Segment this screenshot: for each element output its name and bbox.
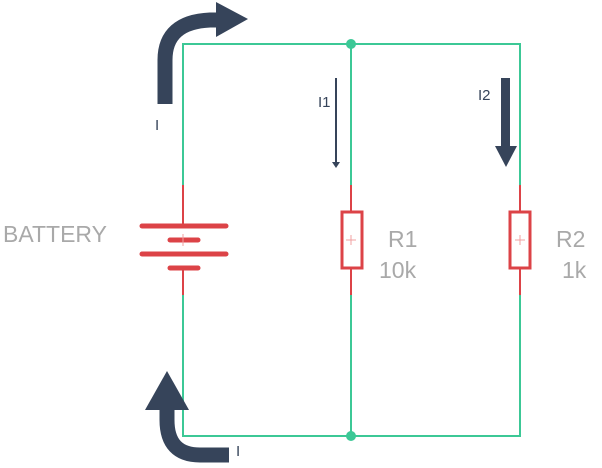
current-arrow-top <box>157 2 248 104</box>
battery-label: BATTERY <box>3 221 107 247</box>
resistor-r2 <box>508 185 532 295</box>
r1-value-label: 10k <box>379 257 417 283</box>
junction-node-bottom <box>346 431 356 441</box>
wires <box>182 39 521 441</box>
current-label-top: I <box>155 117 159 134</box>
battery-symbol <box>139 185 229 295</box>
current-arrow-i1 <box>332 78 340 168</box>
r2-value-label: 1k <box>562 257 587 283</box>
current-label-i1: I1 <box>318 94 331 111</box>
junction-node-top <box>346 39 356 49</box>
r1-name-label: R1 <box>388 226 417 252</box>
current-label-i2: I2 <box>478 87 491 104</box>
r2-name-label: R2 <box>556 226 585 252</box>
current-arrow-i2 <box>495 78 517 167</box>
resistor-r2-body <box>508 210 532 270</box>
current-label-bottom: I <box>236 443 240 460</box>
current-arrow-bottom <box>145 371 229 463</box>
resistor-r1-body <box>340 210 364 270</box>
resistor-r1 <box>340 185 364 295</box>
